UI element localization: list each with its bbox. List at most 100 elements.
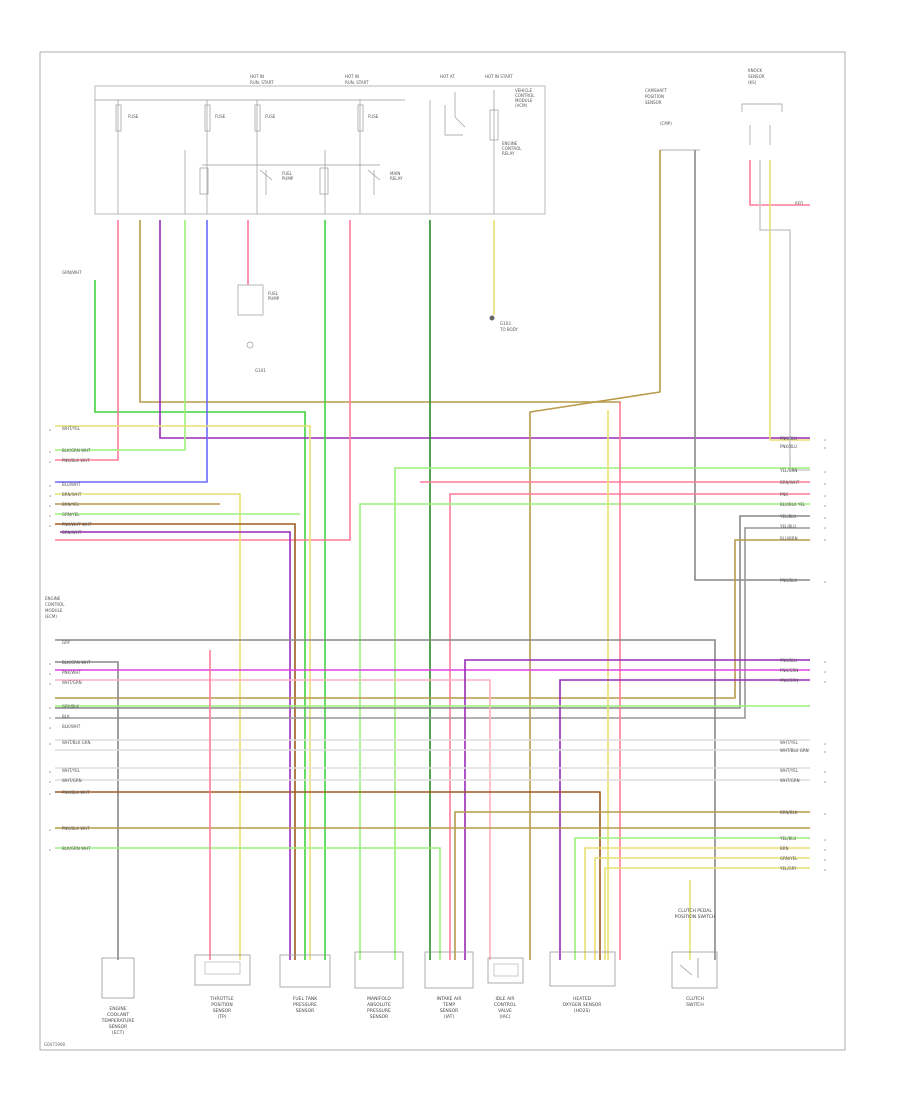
svg-text:CLUTCH PEDAL: CLUTCH PEDAL <box>678 908 712 914</box>
ground-g103: G103 TO BODY <box>489 315 519 332</box>
svg-text:BLU/BRN: BLU/BRN <box>780 536 798 541</box>
wire-lightgreen-1 <box>55 220 186 451</box>
svg-text:WHT/YEL: WHT/YEL <box>62 768 81 773</box>
wire-pink-h4 <box>449 493 810 960</box>
svg-text:ENGINE: ENGINE <box>45 596 61 601</box>
bottom-component-labels: ENGINE COOLANT TEMPERATURE SENSOR (ECT) … <box>101 908 716 1036</box>
svg-text:(ECT): (ECT) <box>112 1030 124 1036</box>
wire-yellow-ks <box>769 160 810 441</box>
wire-blue-1 <box>55 220 208 483</box>
svg-text:HOT AT: HOT AT <box>440 74 455 79</box>
svg-text:PRESSURE: PRESSURE <box>293 1002 317 1008</box>
component-7 <box>549 951 616 987</box>
svg-text:BLK/GRN WHT: BLK/GRN WHT <box>62 660 91 665</box>
wire-pink-2 <box>55 220 351 541</box>
svg-text:(VCM): (VCM) <box>515 103 528 108</box>
svg-text:MODULE: MODULE <box>515 98 533 103</box>
wire-brown-h1 <box>55 523 296 960</box>
svg-text:FUSE: FUSE <box>265 114 276 119</box>
svg-text:MAIN: MAIN <box>390 171 400 176</box>
wire-purple-h2 <box>464 659 810 960</box>
svg-text:SENSOR: SENSOR <box>296 1008 315 1014</box>
wire-tan-h4 <box>454 811 810 960</box>
svg-text:YEL/GRN: YEL/GRN <box>779 468 797 473</box>
svg-text:(KS): (KS) <box>748 80 757 85</box>
svg-text:RUN, START: RUN, START <box>345 80 369 85</box>
wire-pink-1 <box>55 220 119 461</box>
svg-text:PNK/BLK WHT: PNK/BLK WHT <box>62 790 90 795</box>
svg-text:SENSOR: SENSOR <box>645 100 662 105</box>
svg-text:KNOCK: KNOCK <box>748 68 763 73</box>
svg-text:(HO2S): (HO2S) <box>574 1008 590 1014</box>
footer-code: G0471908 <box>44 1042 65 1047</box>
svg-text:POSITION: POSITION <box>211 1002 232 1008</box>
svg-text:PNK/BLK: PNK/BLK <box>780 578 797 583</box>
component-4 <box>354 951 404 989</box>
svg-text:THROTTLE: THROTTLE <box>209 996 234 1002</box>
svg-text:CONTROL: CONTROL <box>494 1002 516 1008</box>
fuse-box-labels: HOT IN RUN, START HOT IN RUN, START HOT … <box>128 74 535 181</box>
svg-text:RED: RED <box>795 201 803 206</box>
svg-text:WHT/BLK GRN: WHT/BLK GRN <box>62 740 91 745</box>
wire-gray-h2 <box>55 527 810 719</box>
left-labels: GRN/WHT WHT/YEL BLK/GRN WHT PNK/BLK WHT … <box>45 270 92 851</box>
svg-text:RELAY: RELAY <box>502 151 515 156</box>
wire-gray-v4 <box>55 661 119 960</box>
left-pin-markers <box>49 429 51 851</box>
svg-text:POSITION: POSITION <box>645 94 664 99</box>
bottom-components <box>101 951 718 999</box>
svg-text:YEL/BLU: YEL/BLU <box>779 836 796 841</box>
wire-lightgreen-h5 <box>55 847 441 960</box>
svg-text:PNK/BLK WHT: PNK/BLK WHT <box>62 458 90 463</box>
svg-text:PNK/BLU: PNK/BLU <box>780 658 797 663</box>
svg-text:HEATED: HEATED <box>573 996 592 1002</box>
wire-brown-h2 <box>55 791 601 960</box>
svg-text:BLK/GRN WHT: BLK/GRN WHT <box>62 448 91 453</box>
svg-text:FUSE: FUSE <box>215 114 226 119</box>
svg-text:RUN, START: RUN, START <box>250 80 274 85</box>
component-6 <box>487 957 524 984</box>
svg-text:COOLANT: COOLANT <box>107 1012 129 1018</box>
svg-text:TEMP: TEMP <box>442 1002 455 1008</box>
svg-text:POSITION SWITCH: POSITION SWITCH <box>675 914 716 920</box>
right-labels: PNK/BLU PNK/BLU YEL/GRN BRN/WHT PNK BLU/… <box>779 436 809 871</box>
wire-pink-ks <box>749 160 810 206</box>
fuel-pump: FUEL PUMP G101 <box>237 284 280 373</box>
wire-yellow-h1 <box>55 425 311 960</box>
wire-purple-h3 <box>559 679 810 960</box>
svg-text:FUSE: FUSE <box>128 114 139 119</box>
svg-text:SENSOR: SENSOR <box>109 1024 128 1030</box>
svg-text:PUMP: PUMP <box>268 296 280 301</box>
svg-text:TO BODY: TO BODY <box>499 327 519 332</box>
svg-text:SENSOR: SENSOR <box>748 74 765 79</box>
svg-text:PNK: PNK <box>780 492 788 497</box>
svg-text:HOT IN: HOT IN <box>345 74 359 79</box>
svg-text:PNK/BLU: PNK/BLU <box>780 444 797 449</box>
svg-text:WHT/GRN: WHT/GRN <box>62 778 82 783</box>
wire-green-1 <box>94 280 306 960</box>
component-3 <box>279 954 331 988</box>
wire-yellow-h5 <box>604 867 810 960</box>
svg-text:CONTROL: CONTROL <box>502 146 522 151</box>
svg-text:GRN/YEL: GRN/YEL <box>62 512 80 517</box>
component-5 <box>424 951 474 989</box>
svg-text:BRN/WHT: BRN/WHT <box>62 492 82 497</box>
svg-text:SENSOR: SENSOR <box>370 1014 389 1020</box>
svg-text:RELAY: RELAY <box>390 176 403 181</box>
svg-text:BRN: BRN <box>780 846 789 851</box>
fuse-relay-box: HOT IN RUN, START HOT IN RUN, START HOT … <box>94 74 546 215</box>
svg-text:BLK/WHT: BLK/WHT <box>62 724 81 729</box>
svg-text:PNK/BLU: PNK/BLU <box>780 436 797 441</box>
svg-text:WHT/YEL: WHT/YEL <box>62 426 81 431</box>
svg-text:BRN/BLK: BRN/BLK <box>780 810 798 815</box>
svg-text:PRESSURE: PRESSURE <box>367 1008 391 1014</box>
svg-text:VALVE: VALVE <box>498 1008 512 1014</box>
svg-text:GRN/WHT: GRN/WHT <box>62 270 82 275</box>
svg-text:HOT IN: HOT IN <box>250 74 264 79</box>
wire-yellow-h4 <box>594 857 810 960</box>
svg-text:PUMP: PUMP <box>282 176 294 181</box>
svg-text:ABSOLUTE: ABSOLUTE <box>367 1002 391 1008</box>
svg-text:(IAC): (IAC) <box>500 1014 511 1020</box>
svg-text:WHT/BLU GRN: WHT/BLU GRN <box>780 748 809 753</box>
wires <box>55 150 810 960</box>
